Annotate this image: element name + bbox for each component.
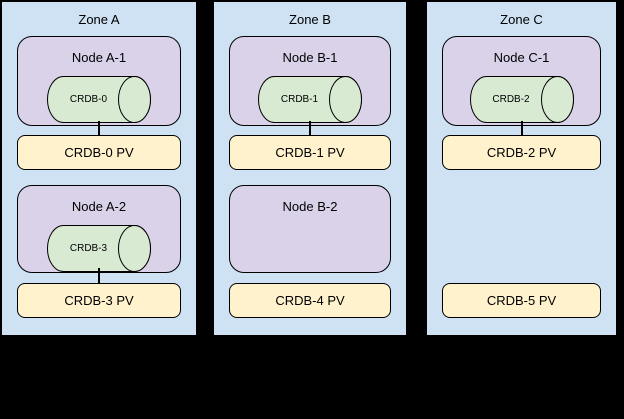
crdb-2-pv-label: CRDB-2 PV [486, 145, 557, 160]
crdb-3-pv-box: CRDB-3 PV [17, 283, 181, 318]
zone-a: Zone A Node A-1 CRDB-0 CRDB-0 PV Node A-… [0, 0, 198, 337]
node-b2: Node B-2 [229, 185, 391, 273]
connector-crdb3-to-pv [98, 268, 100, 284]
crdb-1-label: CRDB-1 [280, 94, 319, 105]
crdb-5-pv-label: CRDB-5 PV [486, 293, 557, 308]
zone-c: Zone C Node C-1 CRDB-2 CRDB-2 PV CRDB-5 … [425, 0, 618, 337]
node-c1-title: Node C-1 [493, 50, 550, 65]
crdb-0-database-cylinder-icon: CRDB-0 [47, 76, 151, 123]
crdb-0-label: CRDB-0 [69, 94, 108, 105]
crdb-2-label: CRDB-2 [492, 94, 530, 105]
crdb-1-database-cylinder-icon: CRDB-1 [258, 76, 362, 123]
zone-b-title: Zone B [289, 12, 331, 27]
zone-b: Zone B Node B-1 CRDB-1 CRDB-1 PV Node B-… [212, 0, 408, 337]
node-b1: Node B-1 CRDB-1 [229, 36, 391, 126]
crdb-0-pv-label: CRDB-0 PV [64, 145, 134, 160]
crdb-3-label: CRDB-3 [69, 243, 108, 254]
crdb-1-pv-box: CRDB-1 PV [229, 135, 391, 170]
node-b2-title: Node B-2 [282, 199, 338, 214]
crdb-2-pv-box: CRDB-2 PV [442, 135, 601, 170]
node-a2: Node A-2 CRDB-3 [17, 185, 181, 273]
crdb-0-pv-box: CRDB-0 PV [17, 135, 181, 170]
crdb-4-pv-box: CRDB-4 PV [229, 283, 391, 318]
crdb-5-pv-box: CRDB-5 PV [442, 283, 601, 318]
crdb-4-pv-label: CRDB-4 PV [275, 293, 345, 308]
crdb-1-pv-label: CRDB-1 PV [275, 145, 345, 160]
node-a2-title: Node A-2 [71, 199, 127, 214]
crdb-3-database-cylinder-icon: CRDB-3 [47, 225, 151, 272]
crdb-2-database-cylinder-icon: CRDB-2 [469, 76, 574, 123]
node-a1: Node A-1 CRDB-0 [17, 36, 181, 126]
connector-crdb0-to-pv [98, 121, 100, 136]
node-c1: Node C-1 CRDB-2 [442, 36, 601, 126]
connector-crdb1-to-pv [309, 121, 311, 136]
node-a1-title: Node A-1 [71, 50, 127, 65]
crdb-3-pv-label: CRDB-3 PV [64, 293, 134, 308]
zone-a-title: Zone A [78, 12, 120, 27]
connector-crdb2-to-pv [520, 121, 523, 136]
zone-c-title: Zone C [500, 12, 543, 27]
node-b1-title: Node B-1 [282, 50, 338, 65]
